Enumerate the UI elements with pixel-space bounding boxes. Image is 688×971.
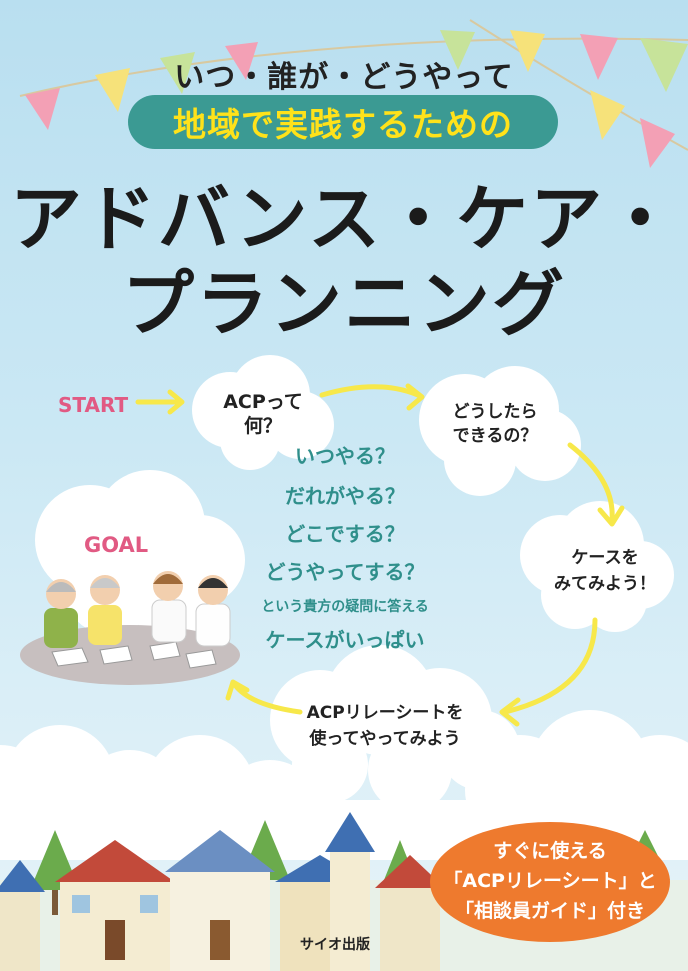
step3-label: ケースを みてみよう！	[530, 545, 680, 597]
step1-label: ACPって 何？	[198, 390, 328, 438]
bunting-flags	[25, 30, 688, 168]
banner-pill: 地域で実践するための	[128, 95, 558, 149]
title-line2: プランニング	[121, 262, 566, 346]
cloud-step4	[270, 645, 520, 812]
step1-line2: 何？	[243, 415, 282, 437]
flow-arrows	[135, 383, 625, 727]
start-label: START	[58, 393, 129, 417]
badge-line2: 「ACPリレーシート」と	[443, 870, 657, 892]
question-who: だれがやる？	[285, 484, 405, 508]
goal-label: GOAL	[84, 533, 149, 557]
question-when: いつやる？	[295, 444, 395, 468]
step4-line1: ACPリレーシートを	[306, 703, 464, 723]
step2-label: どうしたら できるの？	[430, 400, 560, 448]
feature-badge: すぐに使える 「ACPリレーシート」と 「相談員ガイド」付き	[430, 822, 670, 942]
step4-label: ACPリレーシートを 使ってやってみよう	[285, 700, 485, 752]
title-line1: アドバンス・ケア・	[9, 177, 679, 261]
question-how: どうやってする？	[265, 560, 425, 584]
publisher-name: サイオ出版	[300, 937, 370, 953]
question-answer-note: という貴方の疑問に答える	[261, 599, 429, 615]
subtitle: いつ・誰が・どうやって	[174, 60, 514, 95]
goal-illustration	[20, 571, 240, 685]
step2-line2: できるの？	[452, 426, 538, 446]
step3-line1: ケースを	[571, 548, 639, 568]
cloud-step3	[520, 501, 674, 632]
question-cases: ケースがいっぱい	[265, 628, 425, 652]
cloud-step2	[419, 366, 581, 496]
badge-line3: 「相談員ガイド」付き	[454, 900, 645, 922]
step4-line2: 使ってやってみよう	[309, 729, 461, 749]
question-where: どこでする？	[285, 522, 405, 546]
badge-line1: すぐに使える	[493, 840, 607, 862]
banner-text: 地域で実践するための	[173, 105, 513, 144]
step1-line1: ACPって	[223, 391, 303, 413]
cloud-step1	[192, 355, 334, 470]
step3-line2: みてみよう！	[554, 574, 656, 594]
step2-line1: どうしたら	[452, 402, 538, 422]
